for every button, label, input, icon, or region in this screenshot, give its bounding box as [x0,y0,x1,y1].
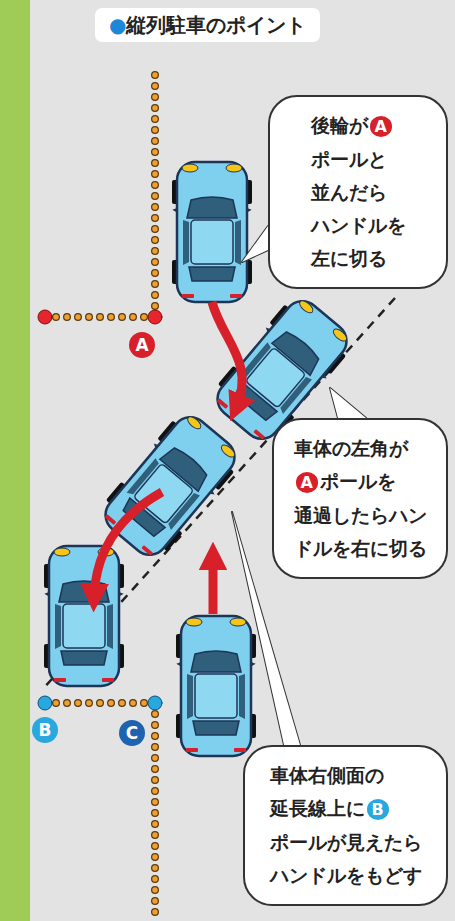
bubble-body [269,96,447,288]
text-run: ポールと 並んだら ハンドルを 左に切る [311,148,406,269]
callout-text: 車体右側面の 延長線上にB ポールが見えたら ハンドルをもどす [270,759,422,892]
pole-b [38,696,52,710]
bubble-body [273,419,447,578]
pole-label: A [129,332,155,358]
callout-text: 後輪がA ポールと 並んだら ハンドルを 左に切る [311,109,406,275]
bubble-tail [232,512,300,745]
pole-label: B [32,717,58,743]
callout-bubble: 後輪がA ポールと 並んだら ハンドルを 左に切る [268,95,448,289]
car-front [176,616,256,756]
car-step1 [172,162,252,302]
bubble-seam [232,512,300,745]
pole-a [148,310,162,324]
bubble-seam [330,388,366,418]
bubble-body [244,746,447,905]
title: ●縦列駐車のポイント [95,8,320,42]
pole-mark: B [367,799,389,820]
callout-bubble: 車体右側面の 延長線上にB ポールが見えたら ハンドルをもどす [243,745,448,906]
callout-text: 車体の左角が Aポールを 通過したらハン ドルを右に切る [294,432,427,565]
bubble-tail [330,388,366,418]
pole-c [148,696,162,710]
car-step4 [44,546,124,686]
text-run: 後輪が [311,114,368,136]
dot-fill [45,75,155,317]
dot-fill [45,703,155,921]
text-run: 車体の左角が [294,437,408,459]
motion-arrow [212,302,242,408]
pole-mark: A [296,472,318,493]
bubble-tail [242,226,268,262]
callout-bubble: 車体の左角が Aポールを 通過したらハン ドルを右に切る [272,418,448,579]
pole-line-a [38,75,162,324]
text-run: ポールが見えたら ハンドルをもどす [270,831,422,886]
sidewalk-strip [0,0,30,921]
bubble-seam [242,226,268,262]
dot-outline [45,75,155,317]
pole-a [38,310,52,324]
motion-arrow [94,492,162,598]
motion-arrow [209,556,218,614]
pole-mark: A [370,116,392,137]
dot-outline [45,703,155,921]
car-step3 [94,407,245,566]
pole-label: C [119,720,145,746]
